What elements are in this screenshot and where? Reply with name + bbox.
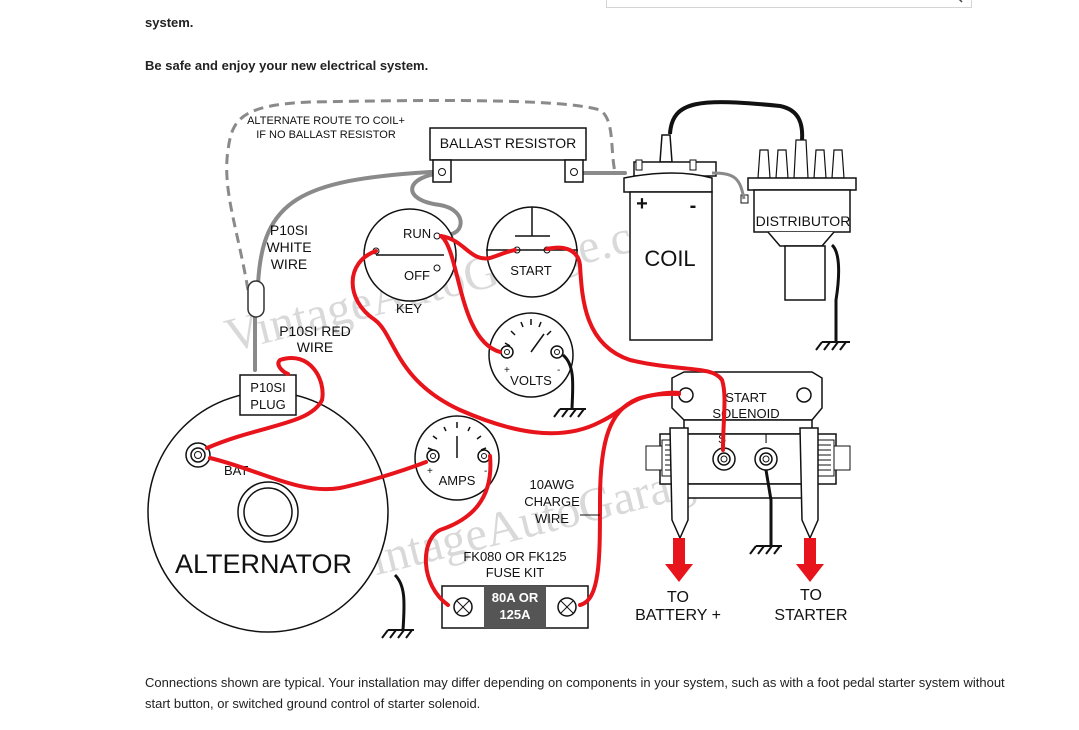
charge-wire-label-2: CHARGE xyxy=(524,494,580,509)
charge-wire-label-3: WIRE xyxy=(535,511,569,526)
to-starter-label-2: STARTER xyxy=(774,607,847,624)
search-box[interactable] xyxy=(606,0,972,8)
fuse-kit-label-2: FUSE KIT xyxy=(486,565,545,580)
p10si-plug-label-1: P10SI xyxy=(250,380,285,395)
p10si-white-wire-label-2: WHITE xyxy=(266,239,311,255)
fuse-rating-2: 125A xyxy=(499,607,531,622)
volts-ground-wire xyxy=(561,353,575,409)
start-solenoid: START SOLENOID S I xyxy=(645,371,851,540)
alternator-ground-wire xyxy=(393,573,406,631)
amps-minus-label: - xyxy=(484,466,487,477)
ignition-coil: + - COIL xyxy=(623,134,717,341)
coil-minus-label: - xyxy=(690,195,697,217)
to-starter-label-1: TO xyxy=(800,587,822,604)
amps-label: AMPS xyxy=(439,473,476,488)
alternate-route-wire xyxy=(225,98,617,291)
safety-note: Be safe and enjoy your new electrical sy… xyxy=(145,58,429,73)
alt-route-label-2: IF NO BALLAST RESISTOR xyxy=(256,129,396,141)
p10si-red-wire-label-1: P10SI RED xyxy=(279,323,351,339)
distributor: DISTRIBUTOR xyxy=(668,100,857,301)
start-label: START xyxy=(510,263,551,278)
key-switch: RUN OFF KEY xyxy=(363,208,457,316)
p10si-plug-label-2: PLUG xyxy=(250,397,285,412)
charge-wire-label-1: 10AWG xyxy=(529,477,574,492)
distributor-label: DISTRIBUTOR xyxy=(756,213,851,229)
ground-symbols xyxy=(381,341,850,639)
coil-plus-label: + xyxy=(636,193,648,215)
intro-line: system. xyxy=(145,15,194,30)
alt-route-label-1: ALTERNATE ROUTE TO COIL+ xyxy=(247,115,405,127)
coil-label: COIL xyxy=(644,246,695,271)
start-solenoid-label-1: START xyxy=(725,390,766,405)
key-label: KEY xyxy=(396,301,422,316)
amps-gauge: + - AMPS xyxy=(414,415,500,501)
fuse-kit-label-1: FK080 OR FK125 xyxy=(463,549,566,564)
to-battery-arrow xyxy=(665,538,693,582)
p10si-red-wire-label-2: WIRE xyxy=(297,339,334,355)
search-icon[interactable] xyxy=(949,0,963,3)
solenoid-i-label: I xyxy=(764,432,767,446)
start-solenoid-label-2: SOLENOID xyxy=(712,406,779,421)
amps-plus-label: + xyxy=(427,466,433,477)
alternator-label: ALTERNATOR xyxy=(175,549,352,579)
ballast-resistor-label: BALLAST RESISTOR xyxy=(440,135,576,151)
coil-to-distributor-wire xyxy=(711,171,746,200)
to-battery-label-2: BATTERY + xyxy=(635,607,721,624)
red-wires xyxy=(205,234,727,607)
search-input[interactable] xyxy=(617,0,921,4)
volts-minus-label: - xyxy=(557,365,560,376)
volts-gauge: + - VOLTS xyxy=(488,312,574,398)
p10si-plug: P10SI PLUG xyxy=(239,374,297,416)
volts-plus-label: + xyxy=(504,365,510,376)
start-switch: START xyxy=(486,206,578,298)
fuse-kit: 80A OR 125A FK080 OR FK125 FUSE KIT xyxy=(441,549,589,629)
distributor-ground-wire xyxy=(830,243,841,342)
off-label: OFF xyxy=(404,268,430,283)
p10si-white-wire-label-1: P10SI xyxy=(270,222,308,238)
run-label: RUN xyxy=(403,226,431,241)
ballast-resistor: BALLAST RESISTOR xyxy=(429,127,587,183)
to-starter-arrow xyxy=(796,538,824,582)
top-bar xyxy=(0,0,1079,8)
volts-label: VOLTS xyxy=(510,373,552,388)
p10si-inline-connector xyxy=(247,280,265,318)
fuse-rating-1: 80A OR xyxy=(492,590,539,605)
p10si-white-wire-label-3: WIRE xyxy=(271,256,308,272)
footer-note: Connections shown are typical. Your inst… xyxy=(145,675,1005,711)
to-battery-label-1: TO xyxy=(667,589,689,606)
solenoid-ground-wire xyxy=(764,469,773,545)
